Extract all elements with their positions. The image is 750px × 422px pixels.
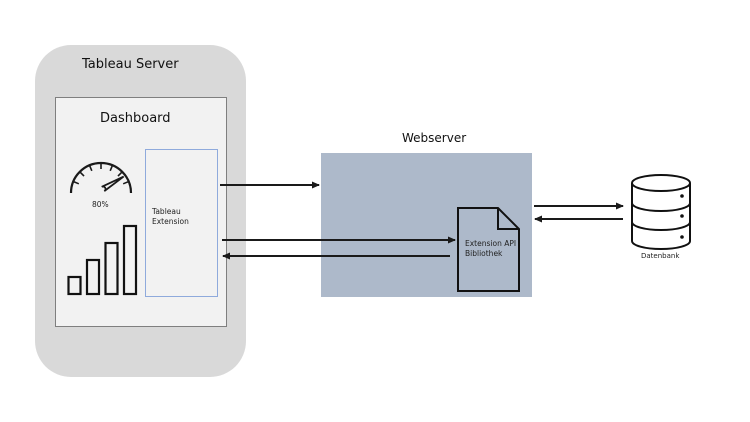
extension-api-library-label: Extension API Bibliothek (465, 239, 516, 259)
library-label-line1: Extension API (465, 239, 517, 248)
library-label-line2: Bibliothek (465, 249, 503, 258)
dashboard-title: Dashboard (100, 111, 171, 126)
gauge-tick (79, 171, 85, 177)
bar-icon-bar (85, 258, 101, 296)
bar-icon-bar (104, 241, 119, 296)
gauge-needle (101, 175, 125, 192)
gauge-value-label: 80% (92, 200, 109, 209)
extension-label-line2: Extension (152, 217, 189, 226)
gauge-tick (72, 180, 80, 185)
gauge-icon (69, 161, 133, 194)
tableau-extension-label: Tableau Extension (152, 207, 189, 227)
bar-icon-bar (122, 224, 138, 296)
database-icon (631, 174, 691, 250)
bar-icon-bar (67, 275, 82, 296)
tableau-server-title: Tableau Server (82, 57, 179, 72)
bar-chart-icon (67, 224, 138, 296)
tableau-extension-box (145, 149, 218, 297)
document-icon (457, 207, 520, 292)
database-label: Datenbank (641, 252, 680, 260)
gauge-tick (122, 180, 130, 185)
gauge-tick (109, 164, 114, 172)
gauge-tick (117, 171, 123, 177)
gauge-tick (88, 164, 93, 172)
extension-label-line1: Tableau (152, 207, 181, 216)
webserver-title: Webserver (402, 131, 467, 145)
